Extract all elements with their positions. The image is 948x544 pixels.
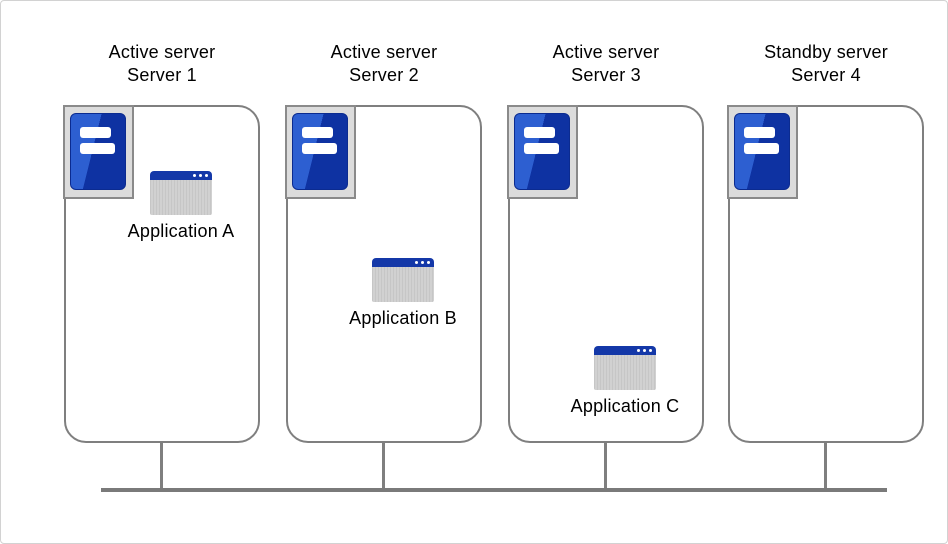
server-tower-icon [292, 113, 348, 190]
server-name-label: Server 1 [127, 65, 197, 85]
window-body [150, 180, 212, 215]
application-window-icon [594, 346, 656, 390]
server-role-label: Active server [552, 42, 660, 62]
server-name-label: Server 4 [791, 65, 861, 85]
server-drive-slot [302, 143, 337, 154]
server-icon [285, 105, 356, 199]
server-name-label: Server 3 [571, 65, 641, 85]
network-bus-line [101, 488, 887, 492]
server-box-1 [63, 105, 260, 443]
application-b: Application B [333, 258, 473, 329]
server-title-1: Active server Server 1 [64, 41, 260, 87]
server-role-label: Standby server [764, 42, 888, 62]
window-body [372, 267, 434, 302]
server-drive-slot [744, 143, 779, 154]
application-c: Application C [555, 346, 695, 417]
server-title-2: Active server Server 2 [286, 41, 482, 87]
network-connector-line-3 [604, 441, 607, 490]
server-drive-slot [80, 143, 115, 154]
window-dot-icon [636, 348, 640, 353]
window-dot-icon [414, 260, 418, 265]
server-icon [507, 105, 578, 199]
application-a: Application A [111, 171, 251, 242]
window-dot-icon [642, 348, 646, 353]
network-connector-line-4 [824, 441, 827, 490]
application-label: Application A [127, 221, 235, 241]
server-drive-slot [524, 127, 555, 138]
window-titlebar [150, 171, 212, 180]
server-tower-icon [514, 113, 570, 190]
server-role-label: Active server [108, 42, 216, 62]
window-dot-icon [426, 260, 430, 265]
server-drive-slot [744, 127, 775, 138]
server-name-label: Server 2 [349, 65, 419, 85]
network-connector-line-2 [382, 441, 385, 490]
window-dot-icon [192, 173, 196, 178]
server-title-4: Standby server Server 4 [728, 41, 924, 87]
window-dot-icon [204, 173, 208, 178]
window-titlebar [372, 258, 434, 267]
server-drive-slot [302, 127, 333, 138]
server-drive-slot [80, 127, 111, 138]
server-box-4 [727, 105, 924, 443]
application-window-icon [372, 258, 434, 302]
application-label: Application C [570, 396, 680, 416]
server-box-2 [285, 105, 482, 443]
server-icon [727, 105, 798, 199]
window-dot-icon [648, 348, 652, 353]
server-icon [63, 105, 134, 199]
application-window-icon [150, 171, 212, 215]
server-drive-slot [524, 143, 559, 154]
window-body [594, 355, 656, 390]
server-role-label: Active server [330, 42, 438, 62]
window-dot-icon [420, 260, 424, 265]
window-titlebar [594, 346, 656, 355]
server-tower-icon [70, 113, 126, 190]
window-dot-icon [198, 173, 202, 178]
application-label: Application B [349, 308, 457, 328]
server-tower-icon [734, 113, 790, 190]
network-connector-line-1 [160, 441, 163, 490]
server-title-3: Active server Server 3 [508, 41, 704, 87]
